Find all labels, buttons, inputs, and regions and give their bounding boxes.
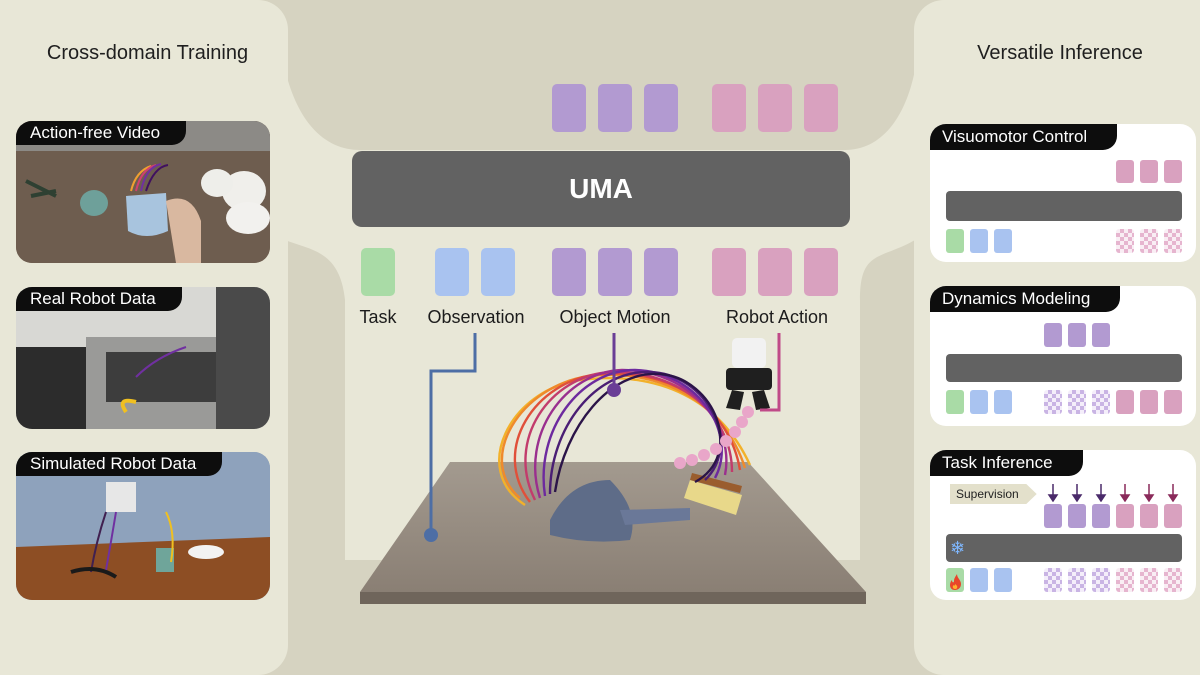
observation-token — [970, 568, 988, 592]
clip-real-robot-data: Real Robot Data — [16, 287, 270, 429]
model-name: UMA — [569, 173, 633, 204]
task-token — [946, 568, 964, 592]
training-panel: Cross-domain Training Action-free Video — [0, 0, 288, 675]
clip-label: Simulated Robot Data — [16, 452, 223, 476]
masked-action-token — [1116, 229, 1134, 253]
input-observation-token — [435, 248, 469, 296]
observation-token — [994, 568, 1012, 592]
output-action-token — [804, 84, 838, 132]
action-token — [1164, 504, 1182, 528]
category-robot-action-label: Robot Action — [725, 307, 829, 327]
action-token — [1164, 390, 1182, 414]
masked-motion-token — [1068, 390, 1086, 414]
action-token — [1116, 160, 1134, 183]
observation-token — [994, 390, 1012, 414]
category-observation-label: Observation — [427, 307, 525, 327]
action-token — [1140, 390, 1158, 414]
clip-action-free-video: Action-free Video — [16, 121, 270, 263]
motion-token — [1092, 504, 1110, 528]
supervision-arrows — [1047, 484, 1179, 502]
supervision-tag: Supervision — [950, 484, 1037, 504]
model-bar — [946, 191, 1182, 221]
motion-token — [1068, 504, 1086, 528]
training-title: Cross-domain Training — [46, 42, 249, 64]
clip-label: Action-free Video — [16, 121, 187, 145]
clip-label: Real Robot Data — [16, 287, 182, 311]
masked-motion-token — [1044, 568, 1062, 592]
observation-token — [994, 229, 1012, 253]
masked-action-token — [1140, 568, 1158, 592]
masked-motion-token — [1092, 390, 1110, 414]
observation-token — [970, 390, 988, 414]
card-visuomotor-control: Visuomotor Control — [930, 124, 1196, 262]
observation-token — [970, 229, 988, 253]
masked-action-token — [1140, 229, 1158, 253]
action-token — [1116, 504, 1134, 528]
masked-motion-token — [1044, 390, 1062, 414]
motion-token — [1068, 323, 1086, 347]
clip-simulated-robot-data: Simulated Robot Data — [16, 452, 270, 600]
input-action-token — [712, 248, 746, 296]
masked-motion-token — [1092, 568, 1110, 592]
motion-token — [1092, 323, 1110, 347]
card-label: Dynamics Modeling — [930, 286, 1121, 312]
scene-illustration — [360, 338, 866, 604]
output-action-token — [712, 84, 746, 132]
input-action-token — [758, 248, 792, 296]
input-task-token — [361, 248, 395, 296]
input-motion-token — [598, 248, 632, 296]
input-motion-token — [552, 248, 586, 296]
trainable-flame-icon — [950, 574, 961, 590]
output-motion-token — [598, 84, 632, 132]
masked-action-token — [1164, 229, 1182, 253]
output-action-token — [758, 84, 792, 132]
masked-motion-token — [1068, 568, 1086, 592]
category-task-label: Task — [359, 307, 397, 327]
input-motion-token — [644, 248, 678, 296]
masked-action-token — [1164, 568, 1182, 592]
action-token — [1164, 160, 1182, 183]
task-token — [946, 390, 964, 414]
input-action-token — [804, 248, 838, 296]
simulation-scene-image — [16, 452, 270, 600]
model-bar — [946, 354, 1182, 382]
uma-model-bar: UMA — [352, 151, 850, 227]
masked-action-token — [1116, 568, 1134, 592]
inference-title: Versatile Inference — [977, 42, 1143, 64]
card-label: Task Inference — [930, 450, 1083, 476]
action-token — [1140, 160, 1158, 183]
card-task-inference: Task Inference Supervision ❄ — [930, 450, 1196, 600]
frozen-snowflake-icon: ❄ — [950, 538, 966, 558]
card-label: Visuomotor Control — [930, 124, 1118, 150]
category-object-motion-label: Object Motion — [559, 307, 671, 327]
output-motion-token — [552, 84, 586, 132]
motion-token — [1044, 323, 1062, 347]
inference-panel: Versatile Inference Visuomotor Control D… — [914, 0, 1200, 675]
model-bar: ❄ — [946, 534, 1182, 562]
card-dynamics-modeling: Dynamics Modeling — [930, 286, 1196, 426]
output-motion-token — [644, 84, 678, 132]
motion-token — [1044, 504, 1062, 528]
input-observation-token — [481, 248, 515, 296]
task-token — [946, 229, 964, 253]
action-token — [1116, 390, 1134, 414]
action-token — [1140, 504, 1158, 528]
